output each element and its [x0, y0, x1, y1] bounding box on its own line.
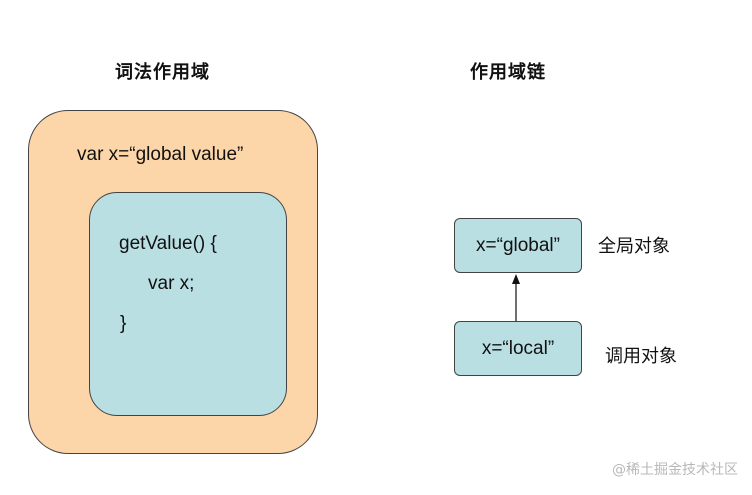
global-scope-box: var x=“global value” getValue() { var x;…: [28, 110, 318, 454]
call-object-label: 调用对象: [605, 346, 677, 367]
lexical-scope-title: 词法作用域: [115, 62, 210, 83]
global-object-label: 全局对象: [598, 236, 670, 257]
function-scope-box: getValue() { var x; }: [89, 192, 287, 416]
watermark: @稀土掘金技术社区: [612, 462, 738, 478]
scope-chain-title: 作用域链: [470, 62, 546, 83]
arrow-head: [512, 274, 520, 284]
function-closing-brace: }: [120, 313, 127, 334]
global-var-declaration: var x=“global value”: [77, 144, 244, 165]
call-object-box: x=“local”: [454, 321, 582, 376]
global-object-box: x=“global”: [454, 218, 582, 273]
function-signature: getValue() {: [119, 233, 217, 254]
local-var-declaration: var x;: [148, 273, 195, 294]
